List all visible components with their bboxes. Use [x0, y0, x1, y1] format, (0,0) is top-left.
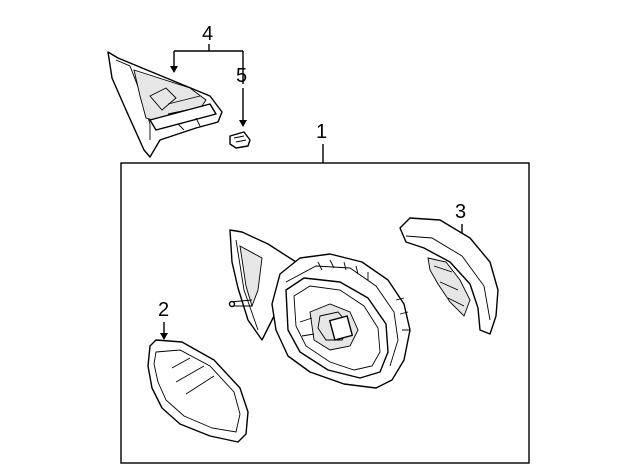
leader-4: [173, 44, 244, 84]
callout-4-label: 4: [202, 23, 213, 45]
mirror-glass: [147, 339, 249, 443]
callout-1-label: 1: [316, 121, 327, 143]
garnish-bracket: [107, 51, 223, 158]
mirror-housing-assembly: [228, 229, 411, 389]
clip: [229, 131, 251, 149]
mirror-cover-cap: [399, 217, 499, 335]
assembly-frame: [120, 162, 530, 464]
callout-2-label: 2: [158, 299, 169, 321]
callout-5-label: 5: [236, 65, 247, 87]
callout-3-label: 3: [455, 201, 466, 223]
